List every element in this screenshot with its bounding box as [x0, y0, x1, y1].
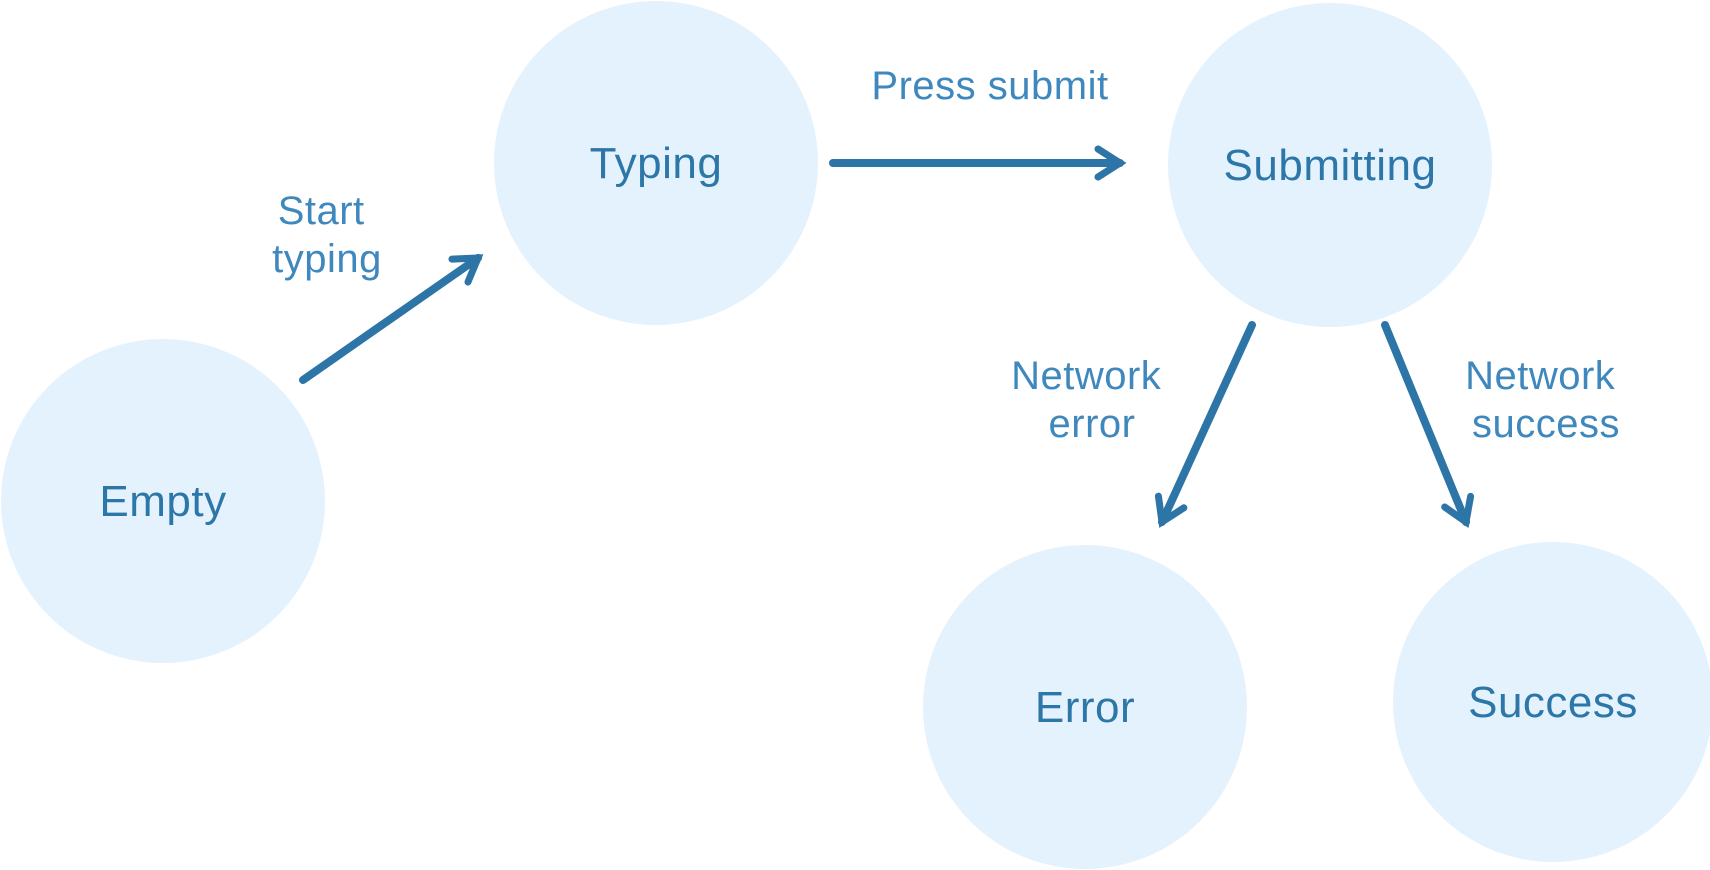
- edge-network-error: Network error: [1011, 321, 1256, 528]
- node-success-label: Success: [1468, 678, 1638, 727]
- node-error-circle: [923, 545, 1247, 869]
- edge-press-submit: Press submit: [829, 64, 1127, 181]
- edge-network-error-label: Network error: [1011, 354, 1173, 446]
- node-error-label: Error: [1035, 683, 1135, 732]
- node-typing-circle: [494, 1, 818, 325]
- node-submitting-label: Submitting: [1224, 141, 1437, 190]
- edge-press-submit-label: Press submit: [871, 64, 1108, 108]
- node-empty-circle: [1, 339, 325, 663]
- node-empty: Empty: [1, 339, 325, 663]
- node-typing-label: Typing: [590, 139, 723, 188]
- node-empty-label: Empty: [99, 477, 226, 526]
- edge-network-success: Network success: [1381, 321, 1627, 529]
- node-error: Error: [923, 545, 1247, 869]
- node-success-circle: [1393, 542, 1710, 862]
- edge-start-typing-label: Start typing: [272, 189, 382, 281]
- edge-network-success-arrow: [1381, 321, 1475, 529]
- edge-start-typing-arrow: [299, 254, 484, 384]
- node-submitting: Submitting: [1168, 3, 1492, 327]
- node-success: Success: [1393, 542, 1710, 862]
- edge-network-success-label: Network success: [1465, 354, 1627, 446]
- node-submitting-circle: [1168, 3, 1492, 327]
- node-typing: Typing: [494, 1, 818, 325]
- edge-start-typing: Start typing: [272, 189, 484, 384]
- edge-network-error-arrow: [1154, 321, 1256, 528]
